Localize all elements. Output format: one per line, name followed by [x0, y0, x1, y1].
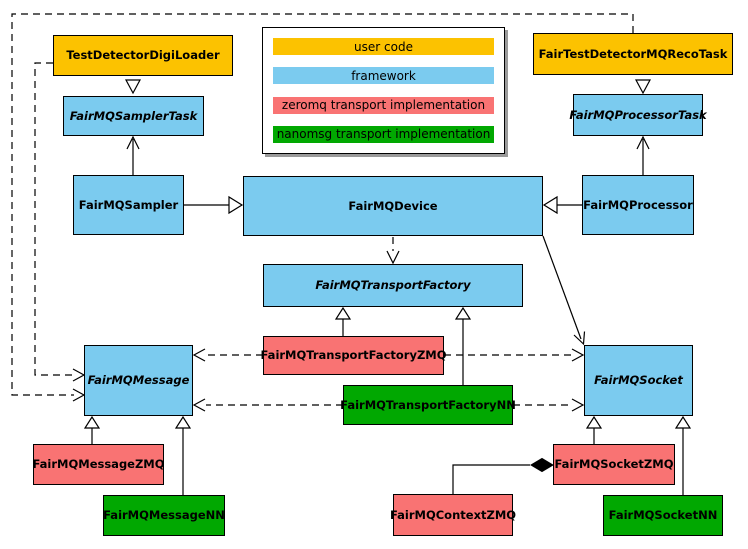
triangle-sampler-device: [228, 195, 244, 215]
arrowhead-message-left-upper: [72, 368, 86, 382]
node-fairtestdetectormqrecotask: FairTestDetectorMQRecoTask: [533, 33, 733, 75]
edge-digiloader-to-message-dashed: [34, 62, 74, 376]
legend-box: user code framework zeromq transport imp…: [262, 27, 505, 154]
node-fairmqcontextzmq: FairMQContextZMQ: [390, 494, 516, 536]
node-fairmqsamplertask: FairMQSamplerTask: [63, 96, 204, 136]
node-fairmqtransportfactorynn: FairMQTransportFactoryNN: [340, 385, 516, 425]
node-fairmqsocketzmq: FairMQSocketZMQ: [553, 444, 675, 485]
triangle-socketnn-socket: [674, 415, 692, 429]
arrowhead-socket-left-upper: [571, 348, 585, 362]
arrowhead-message-left-lower: [72, 388, 86, 402]
legend-item-nanomsg: nanomsg transport implementation: [273, 125, 494, 143]
node-fairmqmessagezmq: FairMQMessageZMQ: [32, 444, 165, 485]
node-fairmqprocessortask: FairMQProcessorTask: [569, 94, 707, 136]
arrowhead-processortask-bottom: [636, 135, 650, 150]
arrowhead-socket-topleft: [573, 331, 586, 346]
triangle-recotask-processortask: [634, 79, 652, 95]
legend-item-framework: framework: [273, 67, 494, 85]
edge-recotask-to-message-dashed: [11, 13, 634, 396]
legend-item-zeromq: zeromq transport implementation: [273, 96, 494, 114]
triangle-factoryzmq-factory: [334, 306, 352, 320]
node-fairmqtransportfactoryzmq: FairMQTransportFactoryZMQ: [261, 336, 447, 375]
node-fairmqmessage: FairMQMessage: [84, 345, 193, 416]
arrowhead-message-right-upper: [192, 348, 206, 362]
node-fairmqtransportfactory: FairMQTransportFactory: [263, 264, 523, 307]
legend-item-user-code: user code: [273, 38, 494, 55]
triangle-socketzmq-socket: [585, 415, 603, 429]
triangle-messagenn-message: [174, 415, 192, 429]
composition-diamond-socketzmq: [530, 457, 554, 473]
node-fairmqsocketnn: FairMQSocketNN: [603, 495, 723, 536]
edge-device-to-socket: [542, 235, 582, 340]
node-testdetectordigiloader: TestDetectorDigiLoader: [53, 35, 233, 76]
node-fairmqmessagenn: FairMQMessageNN: [103, 495, 225, 536]
edge-context-to-socketzmq: [452, 464, 530, 494]
triangle-digiloader-samplertask: [124, 79, 142, 95]
triangle-processor-device: [542, 195, 558, 215]
triangle-factorynn-factory: [454, 306, 472, 320]
node-fairmqprocessor: FairMQProcessor: [582, 175, 694, 235]
triangle-messagezmq-message: [83, 415, 101, 429]
node-fairmqdevice: FairMQDevice: [243, 176, 543, 236]
arrowhead-factory-top: [386, 250, 400, 265]
arrowhead-message-right-lower: [192, 398, 206, 412]
node-fairmqsocket: FairMQSocket: [584, 345, 693, 416]
node-fairmqsampler: FairMQSampler: [73, 175, 184, 235]
arrowhead-samplertask-bottom: [126, 135, 140, 150]
arrowhead-socket-left-lower: [571, 398, 585, 412]
